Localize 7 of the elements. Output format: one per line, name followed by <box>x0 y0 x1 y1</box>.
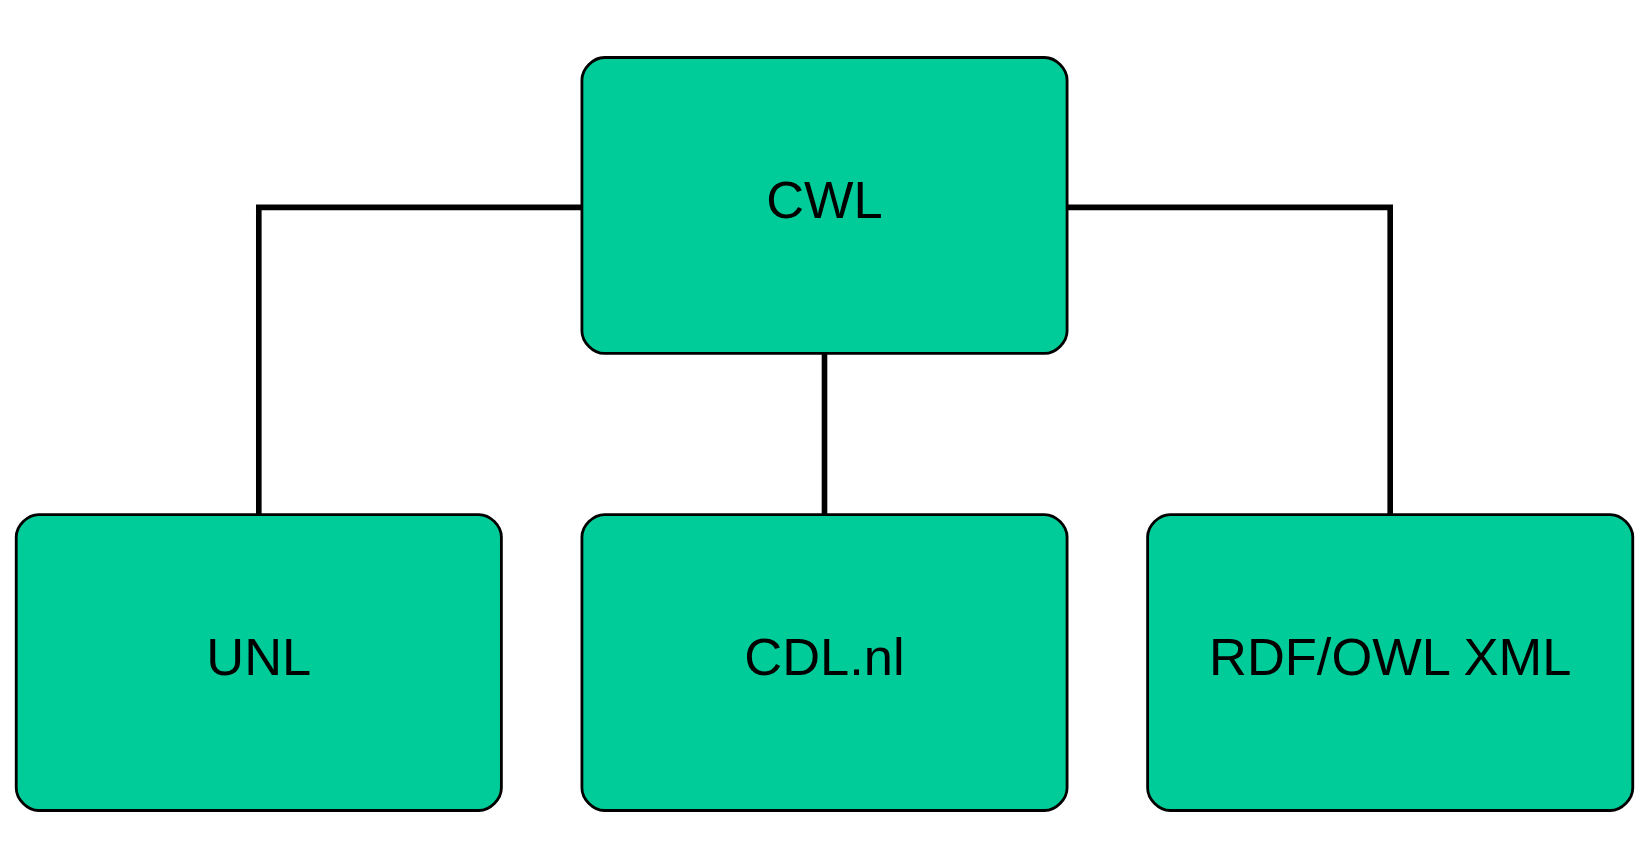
node-box: UNL <box>14 513 503 812</box>
connector <box>256 204 582 515</box>
node-box: RDF/OWL XML <box>1146 513 1635 812</box>
connector <box>821 353 828 515</box>
connector <box>1067 204 1393 515</box>
node-box: CDL.nl <box>580 513 1069 812</box>
node-box: CWL <box>580 56 1069 355</box>
